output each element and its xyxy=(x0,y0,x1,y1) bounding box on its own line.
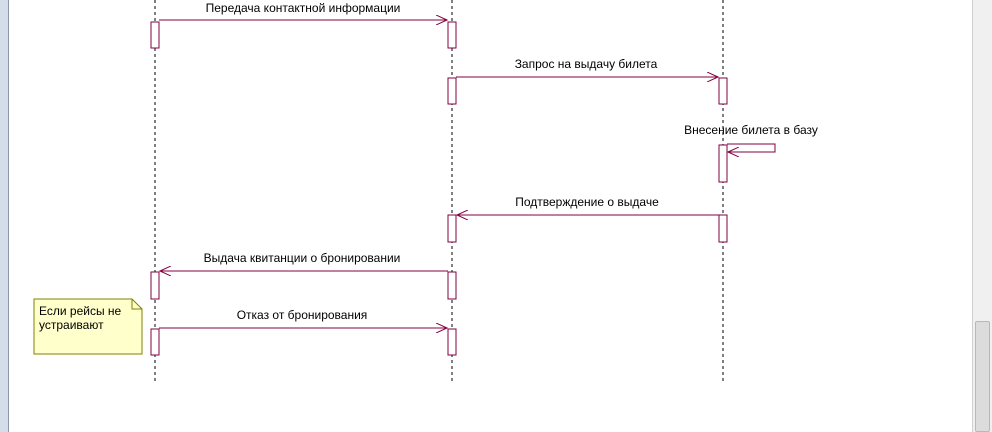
message-label: Отказ от бронирования xyxy=(237,308,368,322)
message-label: Подтверждение о выдаче xyxy=(515,195,659,209)
activation-bar[interactable] xyxy=(718,77,728,105)
message-label: Передача контактной информации xyxy=(206,1,401,15)
activation-bar[interactable] xyxy=(150,271,160,300)
activation-bar[interactable] xyxy=(447,77,457,105)
activation-bar[interactable] xyxy=(150,328,160,356)
activation-bar[interactable] xyxy=(718,144,728,183)
message-label: Запрос на выдачу билета xyxy=(515,57,658,71)
self-message-arrow[interactable] xyxy=(727,143,776,152)
note-text-line-2: устраивают xyxy=(39,318,104,332)
activation-bar[interactable] xyxy=(447,21,457,49)
note[interactable]: Если рейсы не устраивают xyxy=(33,298,143,355)
diagram-canvas[interactable]: Передача контактной информации Запрос на… xyxy=(9,0,972,432)
message-label: Внесение билета в базу xyxy=(684,123,818,137)
note-fold xyxy=(131,299,142,310)
sequence-diagram: Передача контактной информации Запрос на… xyxy=(33,0,818,384)
left-panel-edge xyxy=(0,0,9,432)
message-label: Выдача квитанции о бронировании xyxy=(204,251,401,265)
activation-bar[interactable] xyxy=(447,214,457,243)
note-text-line-1: Если рейсы не xyxy=(39,304,122,318)
activation-bar[interactable] xyxy=(150,21,160,49)
activation-bar[interactable] xyxy=(718,214,728,243)
note-body xyxy=(33,298,143,355)
activation-bar[interactable] xyxy=(447,328,457,356)
scrollbar-thumb[interactable] xyxy=(975,321,990,432)
activation-bar[interactable] xyxy=(447,271,457,300)
vertical-scrollbar[interactable] xyxy=(972,0,992,432)
